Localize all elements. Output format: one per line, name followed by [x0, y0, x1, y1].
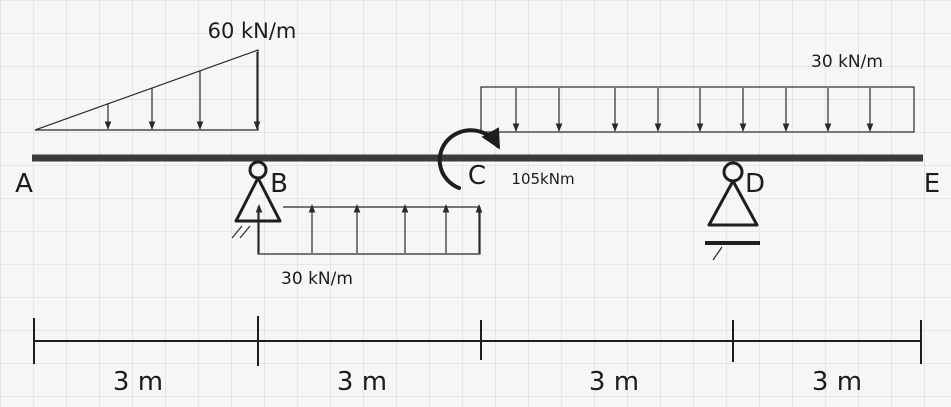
support-d [705, 161, 760, 261]
triangular-load: 60 kN/m [34, 19, 297, 131]
point-d-label: D [745, 169, 765, 199]
uniform-load-top: 30 kN/m [480, 52, 915, 133]
point-e-label: E [924, 169, 940, 199]
uniform-load-bottom-label: 30 kN/m [281, 269, 353, 289]
point-b-label: B [270, 169, 288, 199]
moment-c: 105kNm [437, 127, 575, 190]
moment-c-label: 105kNm [511, 170, 574, 188]
dimension-ab: 3 m [113, 367, 163, 397]
uniform-load-top-label: 30 kN/m [811, 52, 883, 72]
dimension-line [33, 316, 922, 366]
dimension-cd: 3 m [589, 367, 639, 397]
dimension-bc: 3 m [337, 367, 387, 397]
dimension-de: 3 m [812, 367, 862, 397]
point-a-label: A [15, 169, 33, 199]
triangular-load-label: 60 kN/m [208, 19, 297, 43]
point-c-label: C [468, 161, 486, 191]
uniform-load-bottom: 30 kN/m [255, 204, 483, 289]
